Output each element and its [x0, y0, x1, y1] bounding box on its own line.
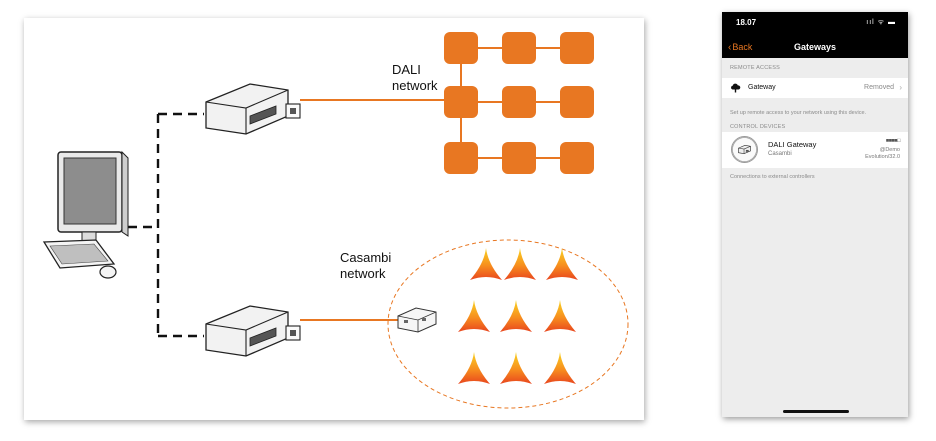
device-row-dali-gateway[interactable]: DALI Gateway Casambi ■■■■□ @Demo Evoluti…	[722, 132, 908, 168]
network-diagram: DALI network Casambi network	[24, 18, 644, 420]
casambi-network-label: Casambi network	[340, 250, 392, 281]
device-details: @Demo Evolution/32.0	[865, 147, 900, 161]
chevron-left-icon: ‹	[728, 42, 732, 53]
chevron-right-icon: ›	[899, 83, 902, 92]
device-name: DALI Gateway	[768, 140, 817, 149]
gateway-device-top	[205, 83, 301, 135]
gateway-row-label: Gateway	[748, 84, 776, 91]
device-version: Evolution/32.0	[865, 154, 900, 160]
casambi-module-icon	[397, 307, 437, 333]
nav-bar: ‹Back Gateways	[722, 34, 908, 58]
control-devices-header: CONTROL DEVICES	[730, 124, 786, 130]
phone-screen: 18.07 ııl ᯤ ▬ ‹Back Gateways REMOTE ACCE…	[722, 12, 908, 417]
gateway-device-icon	[731, 136, 758, 163]
remote-access-note: Set up remote access to your network usi…	[730, 110, 867, 116]
status-icons: ııl ᯤ ▬	[866, 19, 896, 26]
status-bar: 18.07 ııl ᯤ ▬	[722, 12, 908, 34]
dali-network-label: DALI network	[392, 62, 438, 93]
gateway-row-value: Removed	[864, 84, 894, 91]
page-title: Gateways	[793, 42, 837, 52]
gateway-device-bottom	[205, 305, 301, 357]
cloud-upload-icon	[731, 83, 741, 93]
casambi-luminaires	[458, 248, 578, 384]
signal-strength-indicator: ■■■■□	[885, 138, 901, 144]
diagram-canvas	[42, 32, 629, 409]
dali-luminaire-grid	[444, 32, 594, 174]
casambi-network-boundary	[387, 239, 629, 409]
home-indicator	[783, 410, 849, 413]
back-button[interactable]: ‹Back	[728, 42, 752, 53]
ethernet-wiring	[128, 112, 204, 338]
device-owner: @Demo	[879, 147, 900, 153]
computer-icon	[42, 150, 129, 279]
status-time: 18.07	[736, 18, 757, 27]
remote-access-header: REMOTE ACCESS	[730, 65, 780, 71]
back-label: Back	[732, 42, 753, 52]
gateway-remote-access-row[interactable]: Gateway Removed ›	[722, 78, 908, 98]
device-subtitle: Casambi	[768, 151, 792, 157]
control-devices-note: Connections to external controllers	[730, 174, 815, 180]
